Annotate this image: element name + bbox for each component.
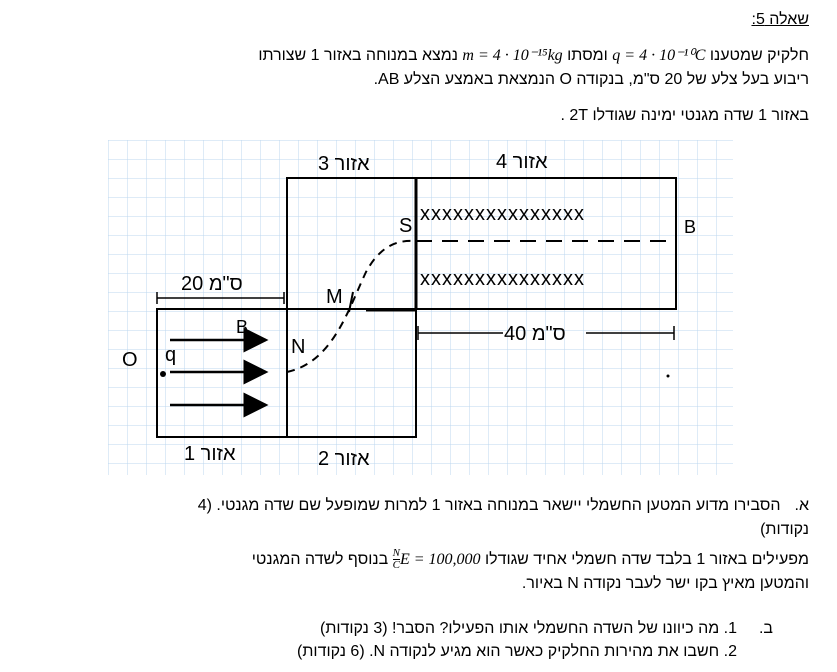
part-b-item-1: ב. 1. מה כיוונו של השדה החשמלי אותו הפעיל… [319, 617, 773, 641]
x-row-bottom: xxxxxxxxxxxxxxx [420, 268, 585, 290]
field-B-label: B [236, 317, 248, 337]
slit-M-left [348, 291, 354, 313]
zone3-label: אזור 3 [318, 153, 370, 175]
point-S-label: S [399, 215, 412, 237]
zone4-label: אזור 4 [496, 151, 548, 173]
part-a-marker: א. [794, 497, 810, 514]
charge-expression: q = 4 · 10⁻¹⁰C [612, 47, 706, 64]
right-B-label: B [684, 217, 696, 237]
stray-dot [666, 374, 670, 378]
field-description: באזור 1 שדה מגנטי ימינה שגודלו 2T . [560, 107, 809, 124]
part-b-item-2: 2. חשבו את מהירות החלקיק כאשר הוא מגיע ל… [297, 643, 737, 660]
part-a: א.הסבירו מדוע המטען החשמלי יישאר במנוחה … [169, 494, 809, 542]
intro-text-3: נמצא במנוחה באזור 1 שצורתו [258, 47, 463, 64]
zone1-label: אזור 1 [184, 443, 236, 465]
charge-dot [160, 371, 166, 377]
intro-text-1: חלקיק שמטענו [705, 47, 809, 64]
mass-expression: m = 4 · 10⁻¹⁵kg [462, 47, 563, 64]
dim40-label: 40 ס"מ [504, 323, 566, 345]
electric-field-paragraph: מפעילים באזור 1 בלבד שדה חשמלי אחיד שגוד… [149, 548, 809, 596]
zone2-label: אזור 2 [318, 448, 370, 470]
unit-denominator: C [392, 559, 400, 572]
point-M-label: M [326, 286, 343, 308]
charge-q-label: q [165, 344, 176, 366]
point-N-label: N [291, 336, 305, 358]
e-field-expression: E = 100,000 [399, 551, 481, 568]
part-b-marker: ב. [758, 620, 773, 637]
part-a-text: הסבירו מדוע המטען החשמלי יישאר במנוחה בא… [197, 497, 809, 538]
question-title: שאלה 5: [751, 11, 809, 28]
para3-text-1: מפעילים באזור 1 בלבד שדה חשמלי אחיד שגוד… [480, 551, 809, 568]
question-intro: חלקיק שמטענו q = 4 · 10⁻¹⁰C ומסתו m = 4 … [169, 44, 809, 92]
point-O-label: O [122, 349, 138, 371]
para3-text-3: והמטען מאיץ בקו ישר לעבר נקודה N באיור. [521, 575, 809, 592]
part-b-item1-text: 1. מה כיוונו של השדה החשמלי אותו הפעילו?… [319, 620, 737, 637]
particle-trajectory [286, 239, 414, 373]
intro-text-4: ריבוע בעל צלע של 20 ס"מ, בנקודה O הנמצאת… [373, 71, 809, 88]
unit-numerator: N [392, 547, 400, 561]
dim20-label: 20 ס"מ [181, 273, 243, 295]
grid-background [108, 140, 733, 475]
zones-figure: אזור 3 אזור 4 אזור 1 אזור 2 20 ס"מ 40 ס"… [108, 140, 733, 475]
x-row-top: xxxxxxxxxxxxxxx [420, 203, 585, 225]
intro-text-2: ומסתו [562, 47, 613, 64]
para3-text-2: בנוסף לשדה המגנטי [251, 551, 393, 568]
